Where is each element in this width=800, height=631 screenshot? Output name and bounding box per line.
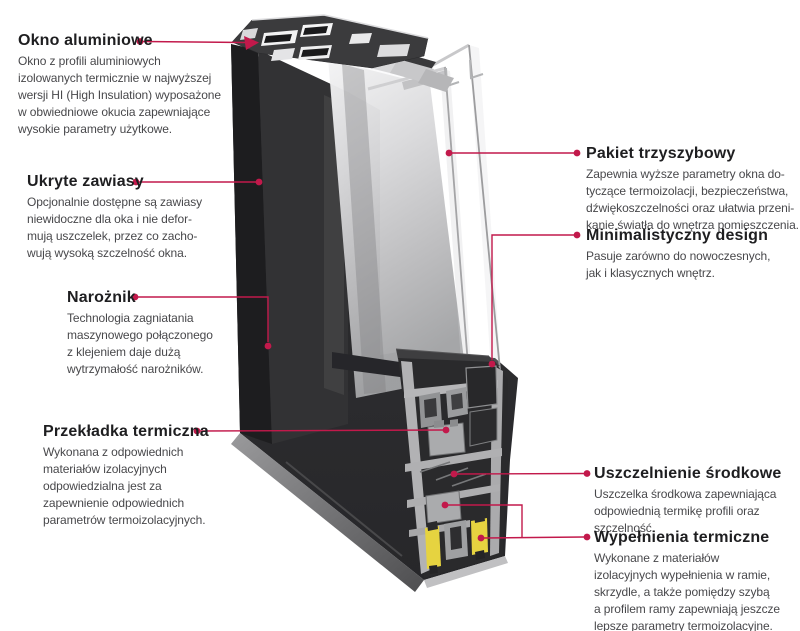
annotation-line: z klejeniem daje dużą bbox=[67, 345, 181, 359]
annotation-line: jak i klasycznych wnętrz. bbox=[586, 266, 715, 280]
annotation-title: Okno aluminiowe bbox=[18, 32, 153, 49]
annotation-line: Uszczelka środkowa zapewniająca bbox=[594, 487, 777, 501]
annotation-line: w obwiedniowe okucia zapewniające bbox=[18, 105, 211, 119]
bottom-cut-face bbox=[398, 358, 508, 578]
annotation-line: skrzydle, a także pomiędzy szybą bbox=[594, 585, 770, 599]
leader-design bbox=[491, 234, 574, 360]
leader-wypelnienia-b bbox=[483, 536, 585, 539]
leader-dots bbox=[131, 36, 591, 542]
leader-arrowhead bbox=[244, 36, 259, 50]
leader-naroznik bbox=[138, 296, 269, 342]
triple-glazing bbox=[327, 43, 501, 398]
annotation-minimalistyczny-design: Minimalistyczny design Pasuje zarówno do… bbox=[586, 226, 770, 282]
annotation-przekladka-termiczna: Przekładka termiczna Wykonana z odpowied… bbox=[43, 422, 209, 529]
annotation-line: Wykonana z odpowiednich bbox=[43, 445, 184, 459]
annotation-title: Przekładka termiczna bbox=[43, 423, 209, 440]
annotation-line: dźwiękoszczelności oraz ułatwia przeni- bbox=[586, 201, 795, 215]
leader-przekladka bbox=[199, 429, 444, 432]
annotation-title: Ukryte zawiasy bbox=[27, 173, 144, 190]
annotation-line: Okno z profili aluminiowych bbox=[18, 54, 161, 68]
annotation-naroznik: Narożnik Technologia zagniatania maszyno… bbox=[67, 288, 213, 378]
annotation-line: parametrów termoizolacyjnych. bbox=[43, 513, 206, 527]
annotation-line: lepsze parametry termoizolacyjne. bbox=[594, 619, 773, 631]
top-cut-face bbox=[231, 14, 429, 69]
annotation-title: Pakiet trzyszybowy bbox=[586, 145, 736, 162]
annotation-line: mują uszczelek, przez co zacho- bbox=[27, 229, 198, 243]
glass-pane-middle bbox=[440, 68, 472, 378]
annotation-line: odpowiednią termikę profili oraz bbox=[594, 504, 760, 518]
leader-uszczelnienie bbox=[456, 472, 585, 475]
annotation-line: wują wysoką szczelność okna. bbox=[27, 246, 187, 260]
leader-okno-aluminiowe bbox=[142, 40, 246, 44]
annotation-wypelnienia-termiczne: Wypełnienia termiczne Wykonane z materia… bbox=[594, 528, 780, 631]
annotation-title: Narożnik bbox=[67, 289, 136, 306]
annotation-okno-aluminiowe: Okno aluminiowe Okno z profili aluminiow… bbox=[18, 31, 221, 138]
annotation-line: niewidoczne dla oka i nie defor- bbox=[27, 212, 192, 226]
annotation-line: zapewnienie odpowiednich bbox=[43, 496, 185, 510]
annotation-line: maszynowego połączonego bbox=[67, 328, 213, 342]
annotation-line: wersji HI (High Insulation) wyposażone bbox=[18, 88, 221, 102]
annotation-line: Technologia zagniatania bbox=[67, 311, 194, 325]
annotation-title: Minimalistyczny design bbox=[586, 227, 769, 244]
annotation-line: tyczące termoizolacji, bezpieczeństwa, bbox=[586, 184, 789, 198]
insulation-strip bbox=[425, 526, 441, 569]
annotation-line: wysokie parametry użytkowe. bbox=[18, 122, 173, 136]
annotation-ukryte-zawiasy: Ukryte zawiasy Opcjonalnie dostępne są z… bbox=[27, 172, 202, 262]
annotation-line: Pasuje zarówno do nowoczesnych, bbox=[586, 249, 771, 263]
annotation-line: izolowanych termicznie w najwyższej bbox=[18, 71, 212, 85]
annotation-uszczelnienie-srodkowe: Uszczelnienie środkowe Uszczelka środkow… bbox=[594, 464, 781, 537]
annotation-line: kanie światła do wnętrza pomieszczenia. bbox=[586, 218, 799, 232]
annotation-line: Zapewnia wyższe parametry okna do- bbox=[586, 167, 785, 181]
glass-pane-frosted bbox=[328, 58, 466, 398]
leader-wypelnienia-a bbox=[448, 504, 523, 538]
annotation-line: materiałów izolacyjnych bbox=[43, 462, 167, 476]
annotation-line: izolacyjnych wypełnienia w ramie, bbox=[594, 568, 771, 582]
sill-strips bbox=[231, 433, 508, 592]
annotation-title: Wypełnienia termiczne bbox=[594, 529, 770, 546]
annotation-line: a profilem ramy zapewniają jeszcze bbox=[594, 602, 781, 616]
annotation-pakiet-trzyszybowy: Pakiet trzyszybowy Zapewnia wyższe param… bbox=[586, 144, 799, 234]
annotation-line: Wykonane z materiałów bbox=[594, 551, 720, 565]
annotation-title: Uszczelnienie środkowe bbox=[594, 465, 782, 482]
annotation-line: wytrzymałość narożników. bbox=[67, 362, 204, 376]
leader-lines bbox=[138, 40, 585, 539]
annotation-line: odpowiedzialna jest za bbox=[43, 479, 162, 493]
annotation-line: szczelność. bbox=[594, 521, 655, 535]
annotation-line: Opcjonalnie dostępne są zawiasy bbox=[27, 195, 203, 209]
